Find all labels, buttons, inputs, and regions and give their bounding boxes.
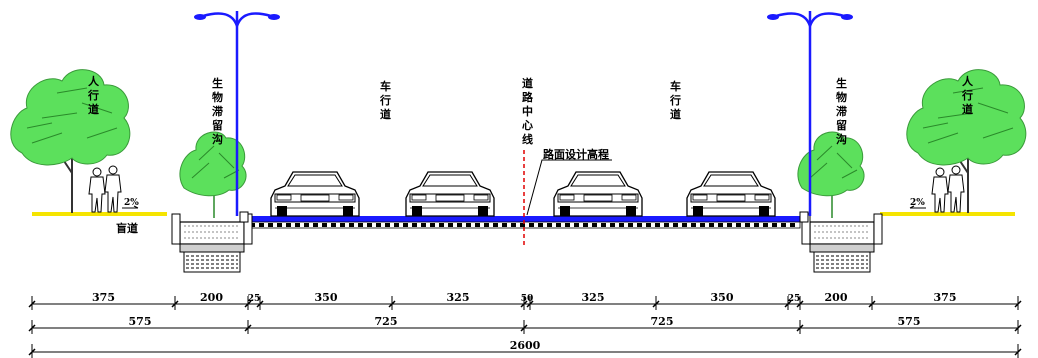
dimension-value: 575	[898, 315, 921, 328]
car-icon-4	[686, 171, 776, 217]
vertical-label-char: 留	[212, 118, 223, 132]
vertical-label-char: 沟	[836, 132, 847, 146]
vertical-label-char: 中	[522, 104, 533, 118]
dimension-value: 375	[92, 291, 115, 304]
label-tactile-path: 盲道	[116, 221, 138, 235]
vertical-label-char: 滞	[212, 104, 223, 118]
dimension-value: 200	[825, 291, 848, 304]
vertical-label-char: 人	[962, 74, 974, 88]
vertical-label-char: 行	[379, 93, 391, 107]
label-design-elevation: 路面设计高程	[543, 147, 609, 161]
vertical-label-char: 道	[380, 107, 391, 121]
dimension-value: 325	[447, 291, 470, 304]
dimension-value: 50	[521, 294, 534, 304]
svg-text:生物滞留沟: 生物滞留沟	[212, 76, 223, 146]
vertical-label-char: 路	[522, 90, 534, 104]
vertical-label-char: 道	[522, 76, 533, 90]
right-sidewalk-surface	[880, 212, 1015, 216]
vertical-label-char: 行	[669, 93, 681, 107]
left-pedestrians-icon	[88, 165, 122, 213]
dimension-value: 2600	[510, 339, 541, 352]
road-surface	[248, 216, 800, 222]
dimension-value: 575	[129, 315, 152, 328]
svg-text:人行道: 人行道	[961, 74, 974, 116]
vertical-label-char: 留	[836, 118, 847, 132]
vertical-label-char: 行	[961, 88, 973, 102]
vertical-label-char: 道	[962, 102, 973, 116]
left-bio-ditch	[171, 213, 253, 273]
dimension-value: 350	[711, 291, 734, 304]
vertical-label-char: 道	[670, 107, 681, 121]
dimension-value: 25	[788, 294, 801, 304]
dimension-value: 25	[248, 294, 261, 304]
svg-text:生物滞留沟: 生物滞留沟	[836, 76, 847, 146]
svg-text:人行道: 人行道	[87, 74, 100, 116]
right-bio-ditch	[801, 213, 883, 273]
vertical-label-char: 生	[836, 76, 847, 90]
vertical-label-char: 车	[380, 79, 391, 93]
vertical-label-char: 道	[88, 102, 99, 116]
car-icon-3	[553, 171, 643, 217]
dimension-value: 375	[934, 291, 957, 304]
vertical-label-char: 物	[212, 90, 223, 104]
vertical-label-char: 人	[88, 74, 100, 88]
vertical-label-char: 生	[212, 76, 223, 90]
label-left-bio-ditch: 生物滞留沟	[212, 76, 223, 146]
vertical-label-char: 滞	[836, 104, 847, 118]
svg-text:车行道: 车行道	[669, 79, 681, 121]
label-left-sidewalk: 人行道	[87, 74, 100, 116]
vertical-label-char: 物	[836, 90, 847, 104]
vertical-label-char: 线	[522, 132, 533, 146]
label-right-bio-ditch: 生物滞留沟	[836, 76, 847, 146]
slope-left: 2%	[124, 198, 139, 208]
dimension-value: 350	[315, 291, 338, 304]
dimension-value: 200	[200, 291, 223, 304]
dimension-value: 325	[582, 291, 605, 304]
vertical-label-char: 行	[87, 88, 99, 102]
vertical-label-char: 心	[522, 119, 533, 132]
dimension-value: 725	[375, 315, 398, 328]
svg-text:道路中心线: 道路中心线	[522, 76, 534, 146]
label-right-sidewalk: 人行道	[961, 74, 974, 116]
label-right-carriageway: 车行道	[669, 79, 681, 121]
vertical-label-char: 车	[670, 79, 681, 93]
right-shrub-icon	[797, 131, 865, 219]
label-centerline: 道路中心线	[522, 76, 534, 146]
slope-right: 2%	[910, 198, 925, 208]
car-icon-1	[270, 171, 360, 217]
svg-text:车行道: 车行道	[379, 79, 391, 121]
right-pedestrians-icon	[931, 165, 965, 213]
label-left-carriageway: 车行道	[379, 79, 391, 121]
left-sidewalk-surface	[32, 212, 167, 216]
dimension-value: 725	[651, 315, 674, 328]
vertical-label-char: 沟	[212, 132, 223, 146]
car-icon-2	[405, 171, 495, 217]
